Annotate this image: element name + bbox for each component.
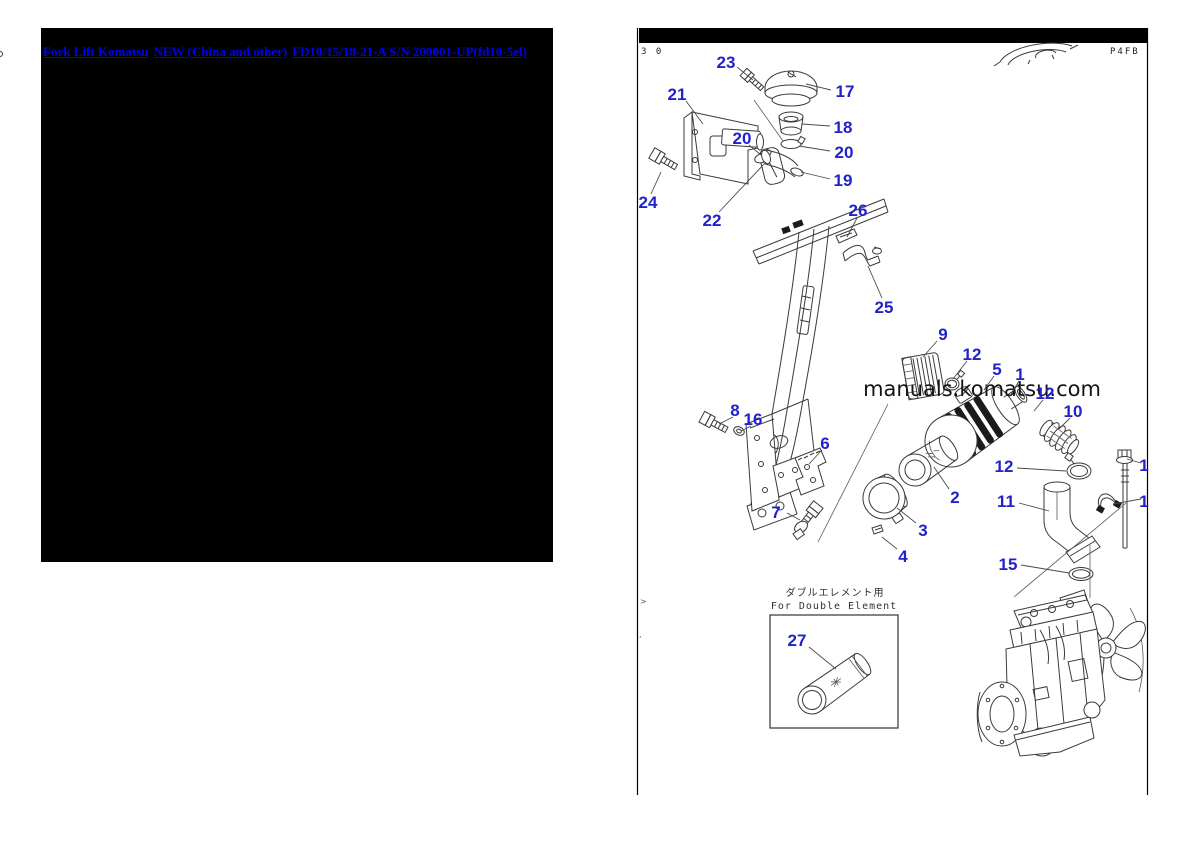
callout-12: 12 [995, 457, 1014, 476]
hose-clamp-12c-drawing [1064, 452, 1092, 480]
callout-2: 2 [950, 488, 959, 507]
callout-1: 1 [1015, 365, 1024, 384]
clip-4-drawing [871, 524, 884, 535]
gasket-15-drawing [1068, 567, 1094, 581]
end-cap-3-drawing [862, 473, 908, 524]
callout-9: 9 [938, 325, 947, 344]
callout-5: 5 [992, 360, 1001, 379]
edge-mark-2: , [639, 630, 642, 639]
callout-7: 7 [771, 503, 780, 522]
precleaner-9-drawing [901, 352, 945, 401]
inset-title-en: For Double Element [771, 601, 897, 612]
bellows-hose-10-drawing [1039, 419, 1080, 455]
callout-16: 16 [744, 410, 763, 429]
breather-cup-drawing [753, 99, 804, 142]
callout-1: 1 [1139, 492, 1148, 511]
bolt-7-drawing [792, 500, 824, 541]
callout-4: 4 [898, 547, 908, 566]
long-bolt-drawing [1116, 449, 1133, 549]
breather-cap-drawing [764, 70, 818, 107]
callout-18: 18 [834, 118, 853, 137]
callout-20: 20 [733, 129, 752, 148]
engine-drawing [976, 589, 1146, 757]
page-code: P4FB [1110, 47, 1140, 57]
callout-6: 6 [820, 434, 829, 453]
diagram-frame [636, 28, 1149, 795]
assembly-lines [817, 403, 1127, 598]
double-element-inset: ダブルエレメント用 For Double Element [769, 586, 899, 729]
edge-mark-1: > [640, 597, 647, 606]
inset-title-jp: ダブルエレメント用 [786, 586, 885, 599]
watermark: manuals.komatsu.com [863, 377, 1101, 401]
callout-1: 1 [1139, 456, 1148, 475]
washer-16-drawing [733, 426, 745, 436]
callout-15: 15 [999, 555, 1018, 574]
callout-8: 8 [730, 401, 739, 420]
callout-12: 12 [963, 345, 982, 364]
callout-22: 22 [703, 211, 722, 230]
bolt-23-drawing [739, 67, 765, 92]
top-partial-flange-drawing [0, 42, 1079, 67]
callout-27: 27 [788, 631, 807, 650]
bolt-24-drawing [648, 147, 679, 171]
callout-19: 19 [834, 171, 853, 190]
bracket-6-drawing [794, 447, 827, 496]
clip-26-drawing [835, 228, 858, 244]
element-2-drawing [898, 435, 959, 487]
bracket-25-drawing [842, 244, 882, 267]
element-27-drawing [797, 652, 872, 715]
callout-12: 12 [1036, 384, 1055, 403]
elbow-tube-11-drawing [1043, 481, 1101, 564]
left-image-panel [41, 28, 553, 562]
hose-clamp-12a-drawing [944, 369, 966, 391]
page-number: 3 0 [641, 47, 663, 57]
callout-20: 20 [835, 143, 854, 162]
callout-11: 11 [997, 492, 1015, 511]
callout-21: 21 [668, 85, 687, 104]
hook-bracket-drawing [1095, 493, 1122, 514]
callout-26: 26 [849, 201, 868, 220]
elbow-hose-19-drawing [761, 149, 804, 178]
breadcrumb: Fork Lift Komatsu NEW (China and other) FD… [43, 44, 532, 60]
callout-3: 3 [918, 521, 927, 540]
mount-bracket-drawing [683, 111, 786, 185]
bolt-8-drawing [698, 410, 729, 434]
callout-23: 23 [717, 53, 736, 72]
breadcrumb-link-2[interactable]: NEW (China and other) [153, 44, 288, 59]
callout-leader-lines [650, 66, 1142, 670]
callout-10: 10 [1064, 402, 1083, 421]
breadcrumb-link-1[interactable]: Fork Lift Komatsu [43, 44, 149, 59]
callout-24: 24 [639, 193, 658, 212]
breadcrumb-link-3[interactable]: FD10/15/18-21-A S/N 200001-UP(fd10-5el) [292, 44, 527, 59]
callout-25: 25 [875, 298, 894, 317]
callout-17: 17 [836, 82, 855, 101]
